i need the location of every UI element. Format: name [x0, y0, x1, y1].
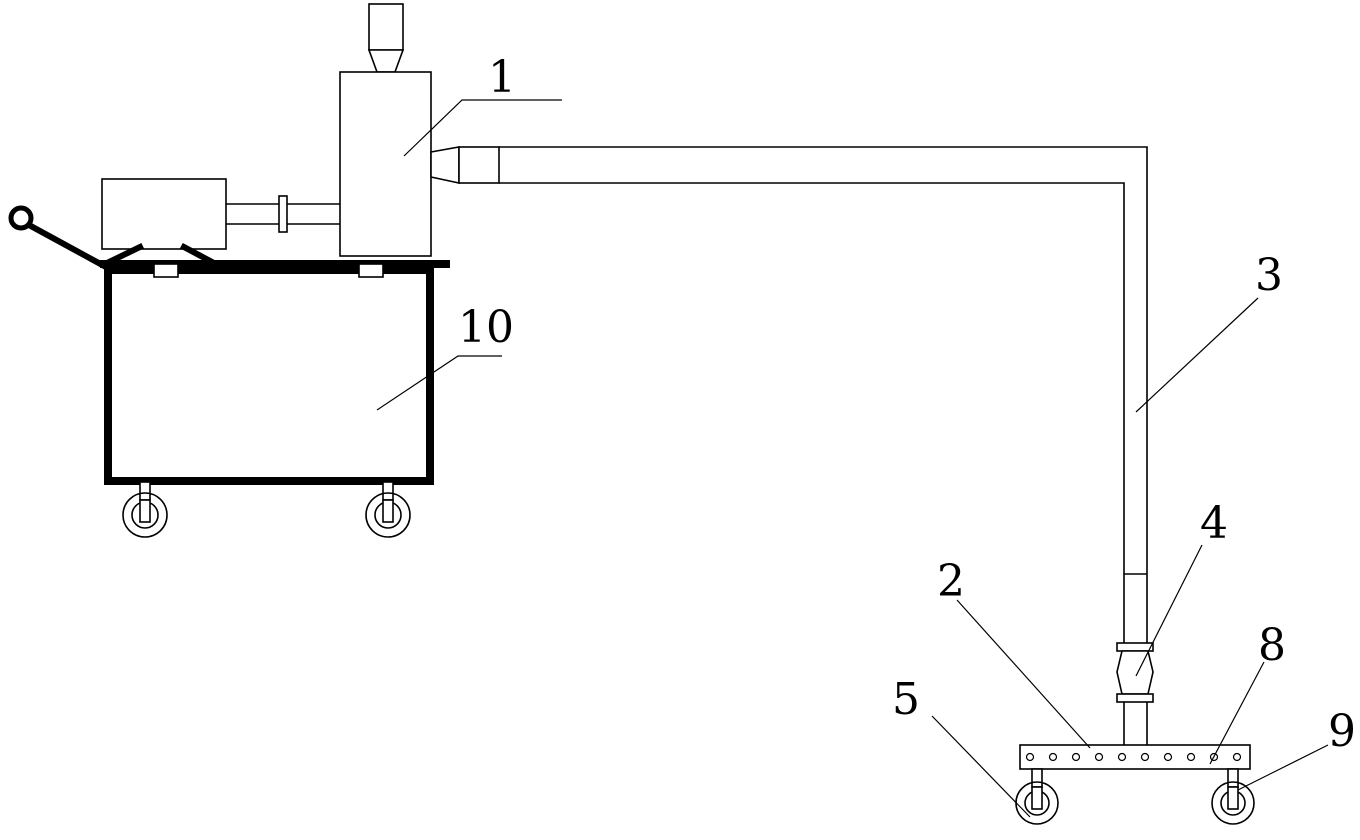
drive-shaft	[226, 195, 340, 233]
label-10: 10	[458, 302, 514, 353]
cart-wheel-right	[365, 481, 411, 538]
label-1: 1	[488, 52, 516, 103]
valve-4	[1116, 642, 1154, 703]
wheel-5	[1015, 768, 1059, 825]
pipe-3	[499, 146, 1148, 745]
machine-body-1	[339, 71, 432, 257]
wheel-9	[1211, 768, 1255, 825]
leader-lines	[376, 99, 1329, 818]
cart-wheel-left	[122, 481, 168, 538]
label-3: 3	[1255, 250, 1283, 301]
label-5: 5	[892, 674, 920, 725]
label-4: 4	[1200, 498, 1228, 549]
outlet-nozzle	[430, 146, 460, 184]
cart-10	[100, 260, 450, 485]
cart-handle	[8, 205, 111, 272]
hopper	[367, 3, 405, 73]
label-8: 8	[1258, 620, 1286, 671]
label-9: 9	[1328, 706, 1356, 757]
base-plate-2	[1019, 744, 1251, 770]
pipe-coupling	[458, 146, 500, 184]
label-2: 2	[937, 556, 965, 607]
nozzle-holes-8	[1025, 752, 1242, 762]
motor-box	[101, 178, 227, 250]
